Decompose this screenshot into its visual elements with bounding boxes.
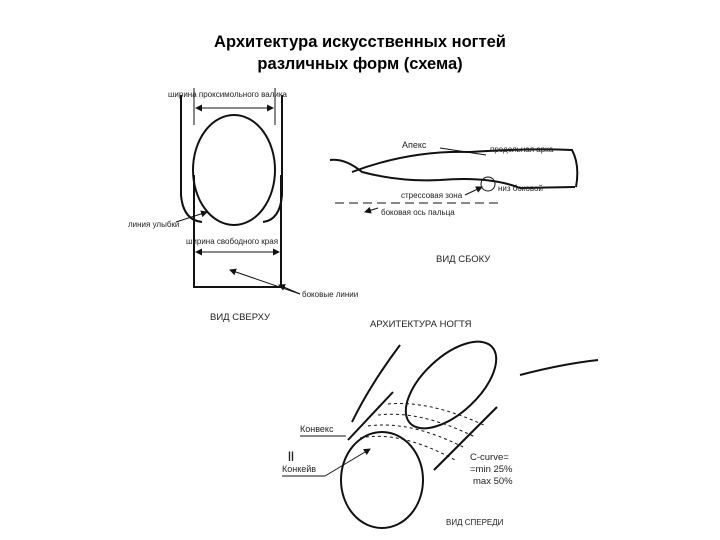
tube-right-edge: [433, 406, 498, 471]
finger-axis-label: боковая ось пальца: [381, 208, 455, 217]
nail-side-arch: [351, 148, 579, 188]
top-view-caption: ВИД СВЕРХУ: [210, 312, 271, 323]
page-title-line-2: различных форм (схема): [257, 55, 463, 73]
longitudinal-arch-label: продольная арка: [490, 145, 554, 154]
concave-label: Конкейв: [282, 464, 316, 474]
lateral-bottom-label: низ боковой: [498, 184, 543, 193]
concave-arrow: [324, 448, 371, 477]
ccurve-line-3: max 50%: [473, 476, 513, 487]
stress-zone-arrow: [464, 186, 483, 196]
nail-top-ellipse: [404, 340, 498, 430]
free-edge-outline: [193, 175, 282, 288]
ccurve-line-1: C-curve=: [470, 452, 509, 463]
tube-left-edge: [347, 391, 394, 441]
front-view-header: АРХИТЕКТУРА НОГТЯ: [370, 319, 472, 330]
nail-plate-ellipse: [192, 114, 276, 226]
stress-zone-circle: [480, 176, 496, 192]
proximal-width-label: ширина проксимольного валика: [168, 90, 287, 99]
stress-zone-label: стрессовая зона: [401, 191, 463, 200]
free-edge-width-label: ширина свободного края: [186, 237, 278, 246]
smile-line-arrow: [175, 210, 208, 223]
apex-label: Апекс: [402, 140, 427, 150]
finger-axis-arrow: [364, 206, 379, 214]
front-view-group: АРХИТЕКТУРА НОГТЯ Конвекс || Конкейв C-c…: [282, 319, 599, 529]
side-view-caption: ВИД СБОКУ: [436, 254, 491, 265]
side-lines-arrow-left: [229, 268, 301, 295]
equal-sign: ||: [288, 450, 294, 462]
side-lines-label: боковые линии: [302, 290, 358, 299]
tube-shading-curves: [359, 403, 487, 461]
smile-line-label: линия улыбки: [128, 220, 179, 229]
side-lines-arrow-right: [278, 284, 301, 295]
page-title-line-1: Архитектура искусственных ногтей: [214, 33, 506, 51]
ccurve-line-2: =min 25%: [470, 464, 513, 475]
side-view-group: Апекс продольная арка стрессовая зона ни…: [329, 140, 579, 265]
apex-leader: [439, 147, 487, 156]
finger-side-outline: [329, 158, 576, 190]
top-view-group: ширина проксимольного валика ширина своб…: [128, 88, 358, 323]
front-view-caption: ВИД СПЕРЕДИ: [446, 518, 504, 527]
convex-label: Конвекс: [300, 424, 334, 434]
finger-upper-outline: [351, 344, 599, 423]
tube-front-ellipse: [340, 431, 424, 529]
